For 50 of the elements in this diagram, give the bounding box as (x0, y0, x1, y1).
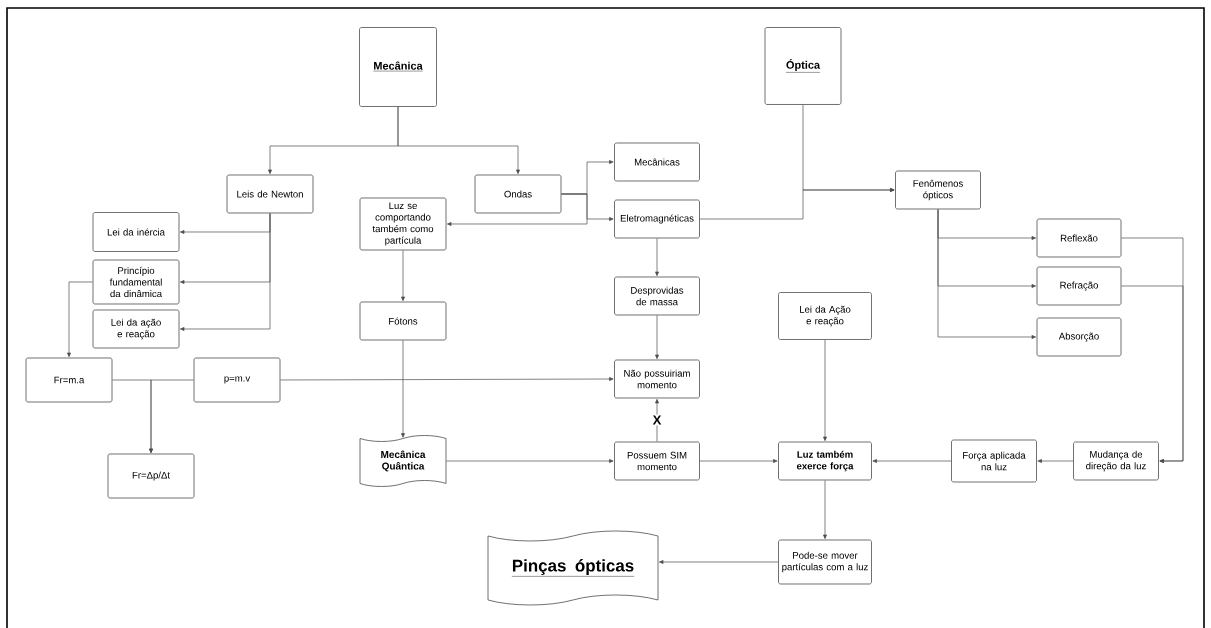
arrow (1037, 459, 1074, 463)
arrow (401, 250, 405, 301)
topic-box: Óptica (764, 27, 842, 105)
arrow (655, 238, 659, 276)
arrow (872, 459, 952, 463)
edge-label: X (651, 414, 663, 426)
arrow (1121, 285, 1184, 463)
concept-box: Leis de Newton (226, 174, 314, 214)
concept-box: Desprovidas de massa (614, 276, 700, 316)
concept-box: Mudança de direção da luz (1073, 441, 1159, 481)
arrow (823, 339, 827, 441)
wavy-box: Pinças ópticas (487, 530, 659, 606)
concept-box: Reflexão (1036, 218, 1122, 258)
concept-box: Fótons (359, 301, 447, 341)
arrow (659, 560, 779, 564)
arrow (397, 106, 520, 174)
concept-box: Pode-se mover partículas com a luz (778, 539, 872, 585)
concept-box: Ondas (474, 174, 562, 214)
concept-box: Luz também exerce força (778, 441, 872, 481)
arrow (823, 480, 827, 539)
concept-box: Força aplicada na luz (951, 439, 1037, 483)
arrow (149, 379, 194, 453)
concept-box: Eletromagnéticas (614, 199, 700, 239)
concept-box: Absorção (1036, 317, 1122, 357)
concept-box: p=m.v (193, 357, 281, 403)
arrow (67, 281, 93, 357)
concept-box: Não possuiriam momento (614, 359, 700, 399)
arrow (655, 398, 659, 442)
concept-box: Fr=m.a (25, 357, 113, 403)
arrow (180, 213, 271, 331)
arrow (401, 340, 405, 438)
wavy-box: Mecânica Quântica (359, 435, 447, 487)
concept-box: Lei da Ação e reação (778, 292, 872, 340)
concept-box: Fenômenos ópticos (895, 170, 981, 210)
arrow (447, 193, 588, 226)
arrow (446, 459, 614, 463)
concept-box: Refração (1036, 266, 1122, 306)
arrow (699, 188, 895, 220)
concept-box: Possuem SIM momento (614, 441, 700, 481)
concept-box: Fr=Δp/Δt (107, 453, 195, 499)
concept-box: Mecânicas (614, 142, 700, 182)
concept-box: Lei da ação e reação (92, 309, 180, 349)
concept-box: Luz se comportando também como partícula (359, 197, 447, 251)
arrow (937, 209, 1036, 339)
arrow (655, 315, 659, 359)
arrow (280, 377, 614, 381)
concept-box: Lei da inércia (92, 212, 180, 252)
concept-box: Princípio fundamental da dinâmica (92, 259, 180, 305)
arrow (699, 459, 778, 463)
topic-box: Mecânica (359, 27, 437, 107)
